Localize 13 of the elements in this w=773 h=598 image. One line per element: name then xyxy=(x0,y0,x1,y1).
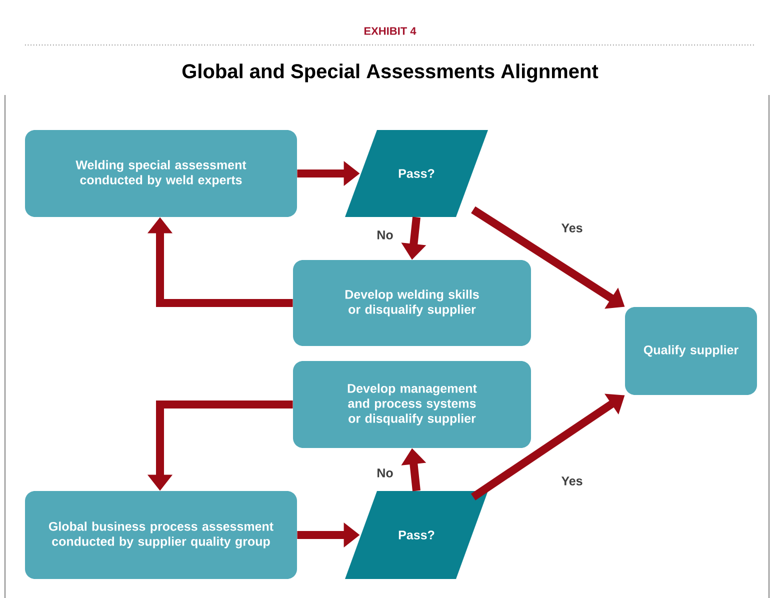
edge-label: Yes xyxy=(560,476,584,486)
process-box: Welding special assessment conducted by weld experts xyxy=(25,130,297,217)
process-box: Develop welding skills or disqualify supplier xyxy=(293,260,531,346)
exhibit-label: EXHIBIT 4 xyxy=(364,27,416,35)
process-box: Qualify supplier xyxy=(625,307,757,395)
decision-parallelogram: Pass? xyxy=(345,130,488,217)
edge-label: Yes xyxy=(560,222,584,234)
process-box: Develop management and process systems or disqualify supplier xyxy=(293,361,531,448)
edge-label: No xyxy=(376,468,394,478)
edge-label: No xyxy=(376,230,394,240)
decision-parallelogram: Pass? xyxy=(345,491,488,579)
process-box: Global business process assessment conducted by supplier quality group xyxy=(25,491,297,579)
title: Global and Special Assessments Alignment xyxy=(182,64,598,82)
